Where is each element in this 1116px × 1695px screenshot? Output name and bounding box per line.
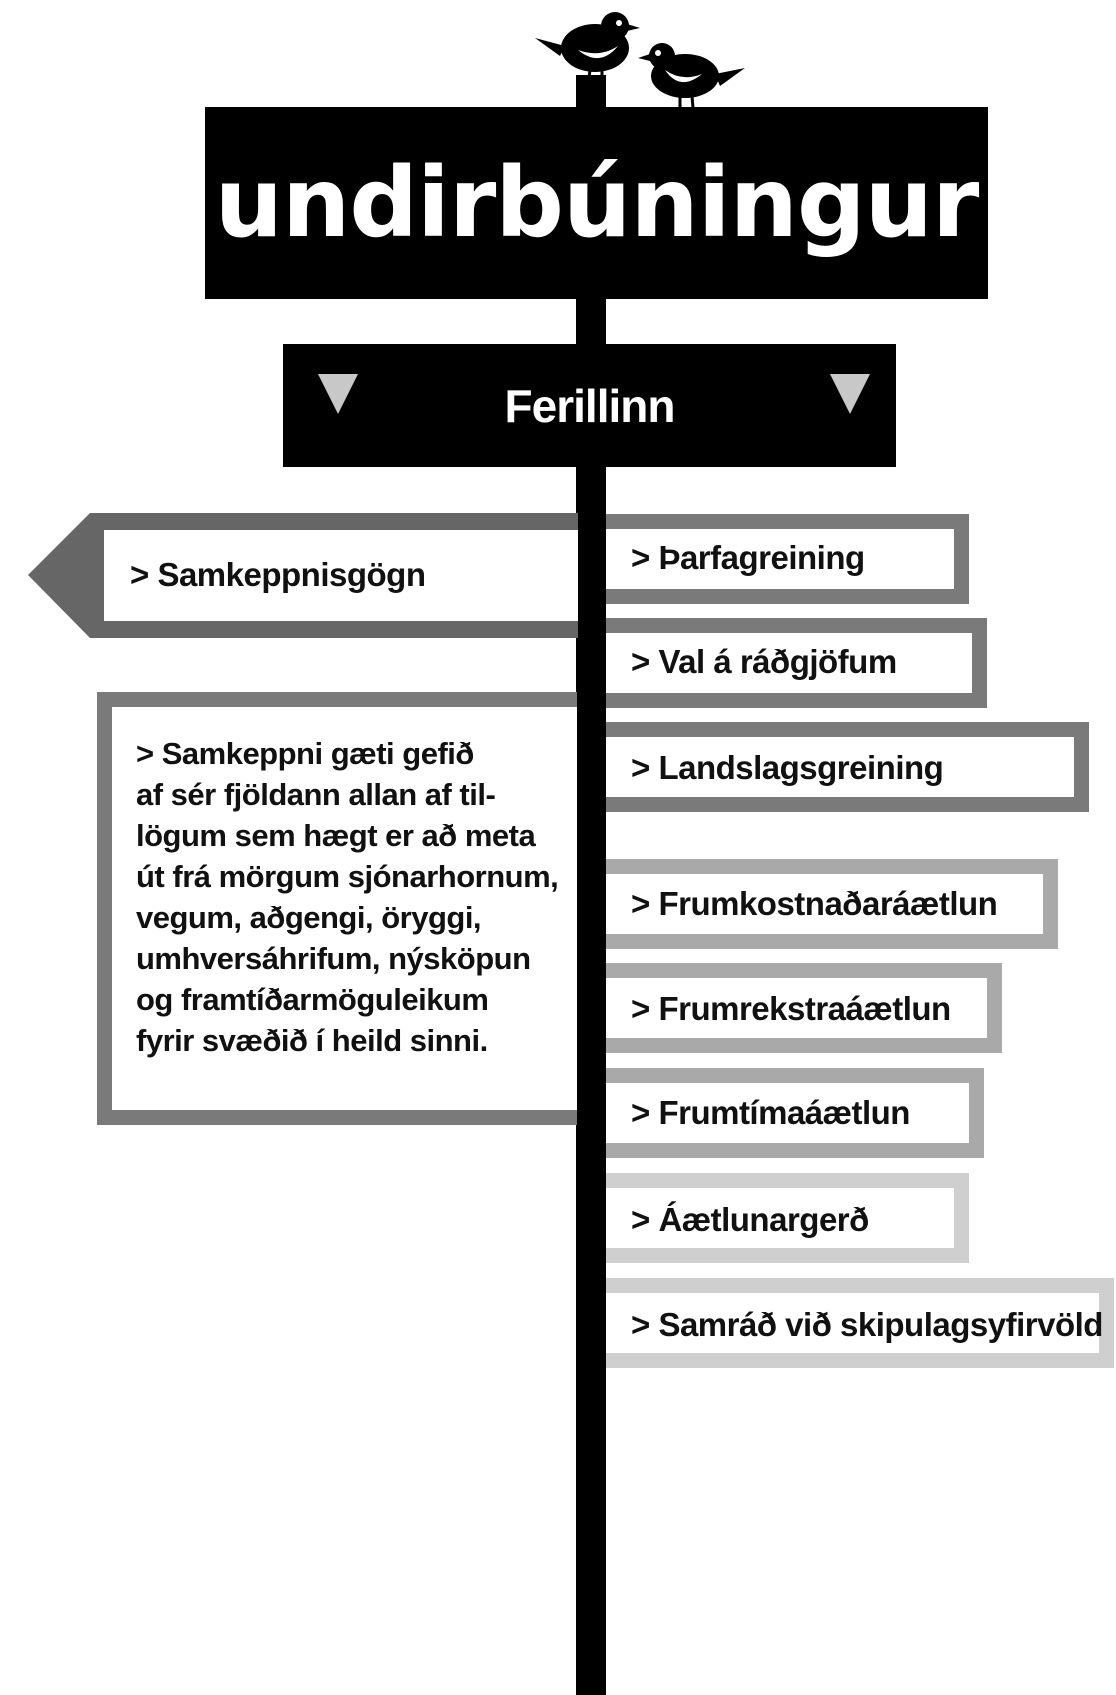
right-sign-frumrekstraaaetlun (606, 963, 1002, 1053)
info-line: umhversáhrifum, nýsköpun (136, 941, 531, 976)
right-sign-label: > Frumkostnaðaráætlun (631, 885, 998, 922)
info-line: út frá mörgum sjónarhornum, (136, 859, 559, 894)
right-sign-label: > Landslagsgreining (631, 749, 944, 786)
triangle-down-icon (830, 374, 870, 414)
info-line: > Samkeppni gæti gefið (136, 736, 474, 771)
right-sign-aaetlunargerd (606, 1173, 969, 1263)
right-sign-label: > Frumtímaáætlun (631, 1094, 910, 1131)
right-sign-frumkostnadaraaetlun (606, 859, 1058, 949)
info-line: og framtíðarmöguleikum (136, 982, 489, 1017)
title-sign: undirbúningur (205, 107, 988, 299)
right-sign-label: > Val á ráðgjöfum (631, 643, 897, 680)
subtitle-sign: Ferillinn (283, 344, 896, 467)
right-sign-label: > Samráð við skipulagsyfirvöld (631, 1306, 1103, 1343)
bird-icon (638, 43, 745, 108)
bird-icon (535, 12, 640, 87)
subtitle: Ferillinn (504, 379, 676, 432)
info-line: lögum sem hægt er að meta (136, 818, 536, 853)
right-sign-label: > Áætlunargerð (631, 1201, 869, 1238)
right-sign-samrad-vid-skipulagsyfirvold (606, 1278, 1114, 1368)
right-sign-label: > Frumrekstraáætlun (631, 990, 951, 1027)
signpost-pole (576, 75, 606, 1695)
right-sign-val-a-radgjofum (606, 618, 987, 708)
right-sign-frumtimaaaetlun (606, 1068, 984, 1158)
info-box-text: > Samkeppni gæti gefið af sér fjöldann a… (136, 733, 566, 1061)
info-box (97, 692, 577, 1125)
left-sign-label: > Samkeppnisgögn (130, 556, 426, 593)
right-sign-landslagsgreining (606, 722, 1089, 812)
right-sign-parfagreining (606, 514, 969, 604)
left-arrow-sign (28, 513, 578, 638)
info-line: vegum, aðgengi, öryggi, (136, 900, 482, 935)
birds-illustration (535, 12, 745, 108)
page-title: undirbúningur (214, 147, 980, 259)
info-line: fyrir svæðið í heild sinni. (136, 1023, 488, 1058)
info-line: af sér fjöldann allan af til- (136, 777, 496, 812)
triangle-down-icon (318, 374, 358, 414)
right-sign-label: > Þarfagreining (631, 539, 865, 576)
